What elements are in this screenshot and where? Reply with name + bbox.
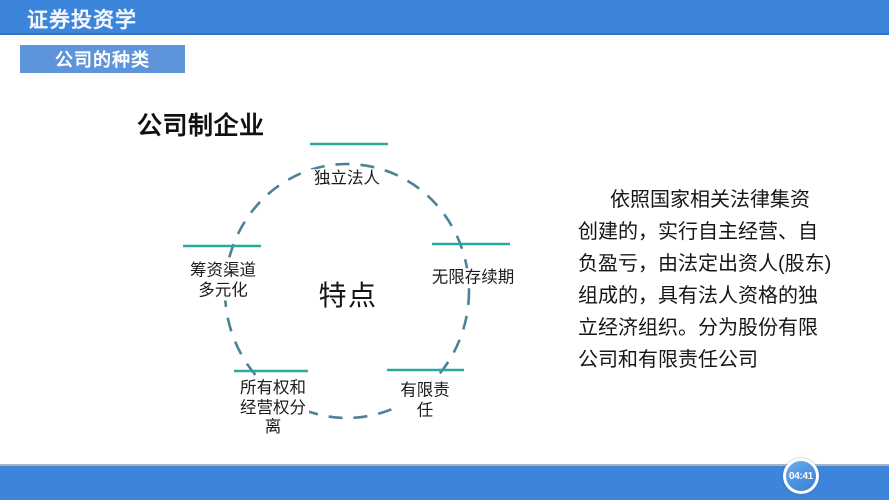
- description-line: 组成的，具有法人资格的独: [578, 285, 818, 307]
- node-label-line: 有限责: [400, 381, 450, 400]
- description-line: 公司和有限责任公司: [578, 349, 758, 371]
- dashed-circle-graphic: [183, 142, 510, 420]
- section-badge-label: 公司的种类: [55, 50, 150, 70]
- diagram-node-ownership-management-separation: 所有权和 经营权分 离: [237, 378, 309, 438]
- timer-circle: 04:41: [786, 461, 816, 491]
- node-label-line: 筹资渠道: [190, 261, 256, 280]
- description-line: 立经济组织。分为股份有限: [578, 317, 818, 339]
- description-line: 负盈亏，由法定出资人(股东): [578, 253, 832, 275]
- header-bar: 证券投资学: [0, 0, 889, 35]
- node-label-line: 多元化: [198, 281, 248, 299]
- timer-text: 04:41: [788, 470, 814, 482]
- node-label-line: 无限存续期: [431, 268, 515, 287]
- diagram-node-diversified-financing: 筹资渠道 多元化: [187, 261, 259, 301]
- diagram-center-label: 特点: [314, 274, 382, 314]
- footer-bar: [0, 464, 889, 500]
- node-label-line: 独立法人: [314, 169, 380, 188]
- dashed-circle: [223, 162, 471, 420]
- description-line: 创建的，实行自主经营、自: [578, 221, 818, 243]
- node-label-line: 所有权和: [240, 378, 306, 397]
- slide-title: 公司制企业: [137, 112, 265, 140]
- description-line: 依照国家相关法律集资: [610, 189, 810, 211]
- section-badge: 公司的种类: [20, 45, 185, 73]
- diagram-node-independent-legal-person: 独立法人: [311, 169, 383, 189]
- timer-badge[interactable]: 04:41: [783, 458, 819, 494]
- node-label-line: 离: [264, 417, 282, 436]
- description-text: 依照国家相关法律集资 创建的，实行自主经营、自 负盈亏，由法定出资人(股东) 组…: [578, 184, 832, 376]
- node-label-line: 经营权分: [240, 398, 306, 417]
- node-label-line: 任: [416, 401, 434, 419]
- diagram-node-unlimited-duration: 无限存续期: [428, 268, 518, 288]
- course-title: 证券投资学: [27, 9, 137, 32]
- diagram-node-limited-liability: 有限责 任: [397, 381, 453, 421]
